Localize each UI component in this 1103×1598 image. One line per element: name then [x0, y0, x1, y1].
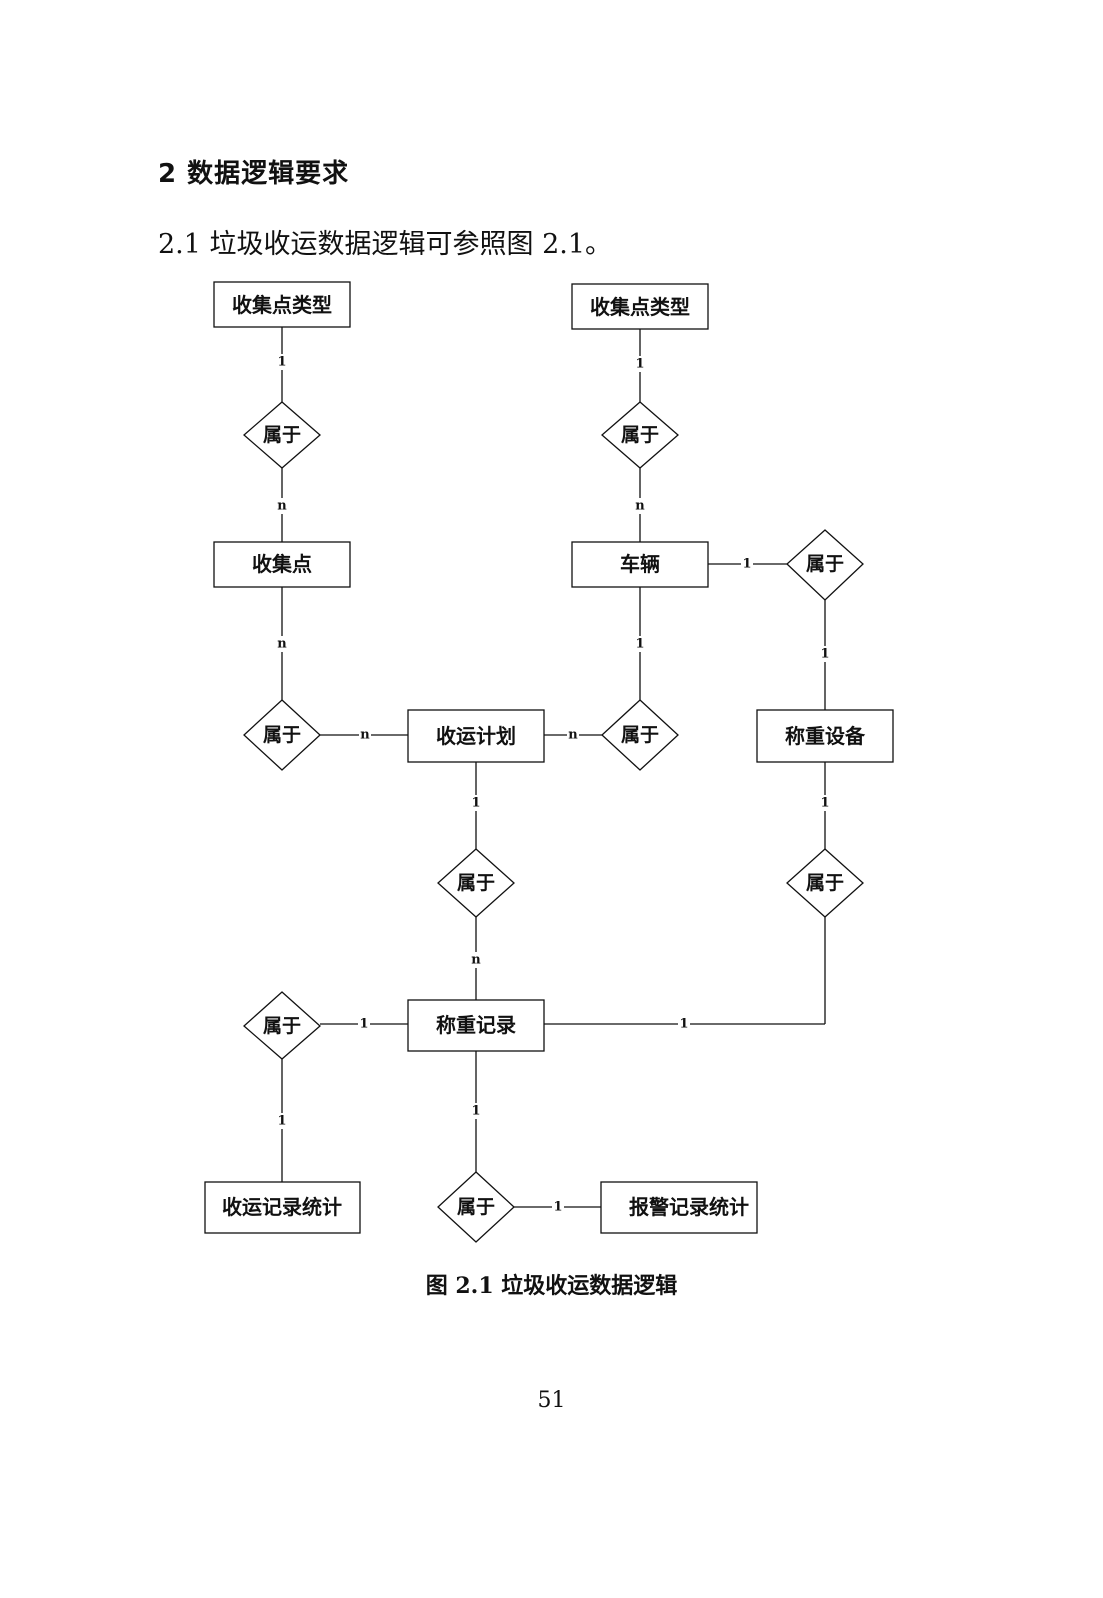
cardinality-label: 1 — [471, 796, 480, 811]
relationship-label: 属于 — [457, 1196, 495, 1218]
relationship-label: 属于 — [457, 872, 495, 894]
entity-box — [571, 541, 709, 588]
cardinality-label: 1 — [635, 637, 644, 652]
relationship-label: 属于 — [263, 724, 301, 746]
cardinality-label: 1 — [277, 1114, 286, 1129]
relationship-label: 属于 — [621, 724, 659, 746]
cardinality-label: n — [277, 499, 287, 514]
cardinality-label: 1 — [635, 357, 644, 372]
relationship-diamond — [243, 991, 321, 1060]
entity-box — [407, 709, 545, 763]
relationship-diamond — [437, 848, 515, 918]
entity-point-type-left: 收集点类型 — [232, 293, 332, 317]
cardinality-label: n — [277, 637, 287, 652]
entity-point-type-right: 收集点类型 — [590, 295, 690, 319]
relationship-diamond — [243, 401, 321, 469]
cardinality-label: n — [568, 728, 578, 743]
entity-box — [213, 281, 351, 328]
intro-paragraph: 2.1 垃圾收运数据逻辑可参照图 2.1。 — [158, 229, 613, 260]
entity-alarm-stats: 报警记录统计 — [629, 1195, 749, 1219]
relationship-diamond — [243, 699, 321, 771]
relationship-diamond — [437, 1171, 515, 1243]
cardinality-label: 1 — [820, 647, 829, 662]
cardinality-label: n — [635, 499, 645, 514]
cardinality-label: 1 — [277, 355, 286, 370]
cardinality-label: 1 — [359, 1017, 368, 1032]
cardinality-label: 1 — [742, 557, 751, 572]
relationship-diamond — [601, 699, 679, 771]
relationship-label: 属于 — [263, 1015, 301, 1037]
entity-box — [407, 999, 545, 1052]
entity-vehicle: 车辆 — [620, 552, 660, 576]
cardinality-label: 1 — [679, 1017, 688, 1032]
cardinality-label: n — [360, 728, 370, 743]
entity-collection-point: 收集点 — [252, 552, 312, 576]
entity-box — [600, 1181, 758, 1234]
relationship-diamond — [786, 529, 864, 601]
relationship-diamond — [786, 848, 864, 918]
entity-box — [204, 1181, 361, 1234]
relationship-label: 属于 — [806, 872, 844, 894]
entity-box — [756, 709, 894, 763]
entity-collection-plan: 收运计划 — [436, 724, 516, 748]
entity-scale-device: 称重设备 — [785, 724, 866, 748]
section-heading: 2 数据逻辑要求 — [158, 159, 350, 189]
entity-weigh-record: 称重记录 — [436, 1013, 516, 1037]
entity-box — [571, 283, 709, 330]
entity-box — [213, 541, 351, 588]
cardinality-label: 1 — [471, 1104, 480, 1119]
relationship-label: 属于 — [621, 424, 659, 446]
relationship-label: 属于 — [806, 553, 844, 575]
relationship-diamond — [601, 401, 679, 469]
page-number: 51 — [537, 1388, 566, 1413]
cardinality-label: 1 — [820, 796, 829, 811]
entity-collect-stats: 收运记录统计 — [222, 1195, 342, 1219]
figure-caption: 图 2.1 垃圾收运数据逻辑 — [425, 1273, 678, 1299]
relationship-label: 属于 — [263, 424, 301, 446]
cardinality-label: 1 — [553, 1200, 562, 1215]
cardinality-label: n — [471, 953, 481, 968]
